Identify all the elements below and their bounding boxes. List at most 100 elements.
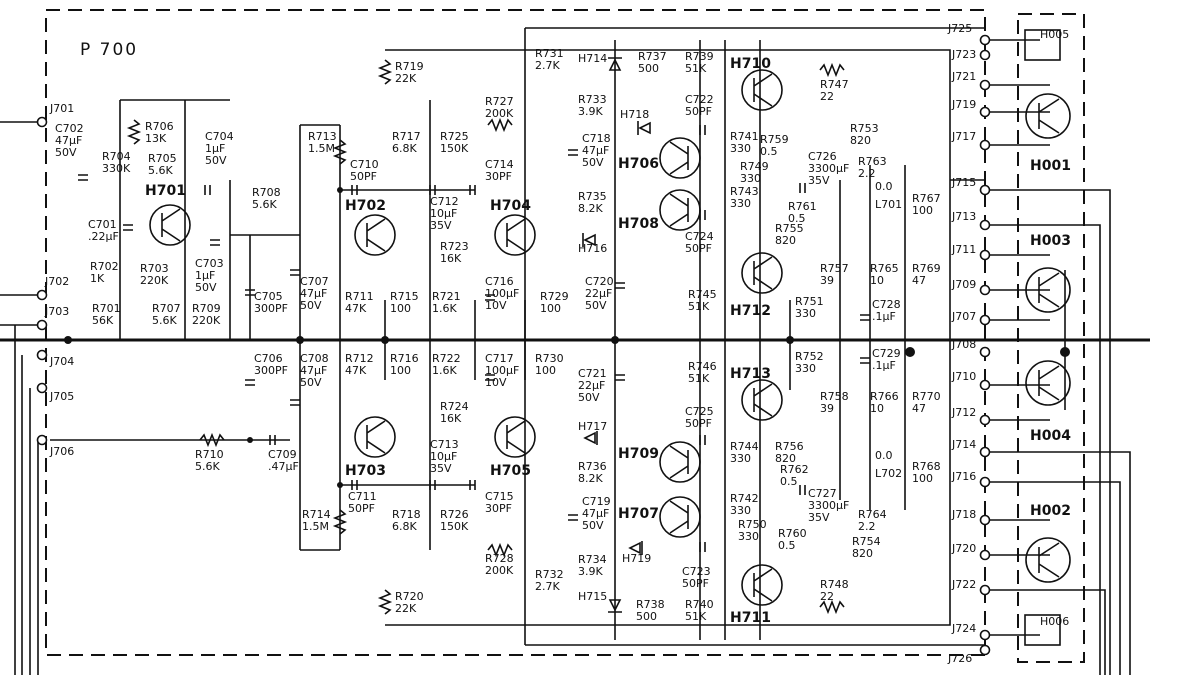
capacitor-label: C711 — [348, 490, 377, 503]
capacitor-label: C729 — [872, 347, 901, 360]
capacitor-value: 47µF — [582, 507, 609, 520]
resistor-label: R702 — [90, 260, 119, 273]
jack-label: J726 — [947, 652, 972, 665]
capacitor-label: C714 — [485, 158, 514, 171]
capacitor-label: C708 — [300, 352, 329, 365]
capacitor-label: C704 — [205, 130, 234, 143]
jacks — [36, 34, 991, 656]
capacitor-label: C702 — [55, 122, 84, 135]
resistor-label: R718 — [392, 508, 421, 521]
transistor-label: H710 — [730, 56, 771, 72]
resistor-value: 0.5 — [760, 145, 778, 158]
capacitor-value: 47µF — [582, 144, 609, 157]
jack-label: J709 — [951, 278, 976, 291]
resistor-value: 6.8K — [392, 520, 417, 533]
diode-label: H717 — [578, 420, 607, 433]
resistor-label: R719 — [395, 60, 424, 73]
resistor-value: 16K — [440, 252, 462, 265]
transistor-label: H703 — [345, 463, 386, 479]
resistor-label: R741 — [730, 130, 759, 143]
resistor-value: 330 — [738, 530, 759, 543]
resistor-value: 220K — [192, 314, 221, 327]
jack-label: J722 — [951, 578, 976, 591]
capacitor-label: C715 — [485, 490, 514, 503]
jack-label: J715 — [951, 176, 976, 189]
resistor-value: 0.5 — [778, 539, 796, 552]
resistor-label: R765 — [870, 262, 899, 275]
resistor-label: R714 — [302, 508, 331, 521]
transistor-label: H004 — [1030, 428, 1071, 444]
resistor-value: 8.2K — [578, 202, 603, 215]
resistor-value: 1.6K — [432, 302, 457, 315]
capacitor-value: 35V — [430, 219, 452, 232]
resistor-value: 0.5 — [780, 475, 798, 488]
capacitor-value: 50PF — [685, 417, 712, 430]
resistor-label: R713 — [308, 130, 337, 143]
resistor-value: 47K — [345, 302, 367, 315]
jack-label: J723 — [951, 48, 976, 61]
jack-label: J717 — [951, 130, 976, 143]
resistor-value: 200K — [485, 564, 514, 577]
transistor-label: H002 — [1030, 503, 1071, 519]
resistor-value: 330 — [795, 362, 816, 375]
board-label: P 700 — [80, 40, 138, 60]
resistor-symbols — [126, 59, 845, 615]
capacitor-value: 300PF — [254, 364, 288, 377]
resistor-label: R710 — [195, 448, 224, 461]
resistor-value: 200K — [485, 107, 514, 120]
resistor-label: R716 — [390, 352, 419, 365]
resistor-label: R760 — [778, 527, 807, 540]
resistor-value: 56K — [92, 314, 114, 327]
resistor-label: R731 — [535, 47, 564, 60]
capacitor-value: 10µF — [430, 450, 457, 463]
capacitor-value: 35V — [808, 174, 830, 187]
capacitor-value: 50V — [195, 281, 217, 294]
capacitor-value: 50V — [578, 391, 600, 404]
diode-label: H718 — [620, 108, 649, 121]
resistor-label: R752 — [795, 350, 824, 363]
resistor-label: R761 — [788, 200, 817, 213]
inductor-label: L702 — [875, 467, 902, 480]
transistor-symbols — [149, 29, 1071, 646]
capacitor-value: 47µF — [55, 134, 82, 147]
resistor-label: R755 — [775, 222, 804, 235]
transistor-label: H702 — [345, 198, 386, 214]
resistor-value: 1.5M — [302, 520, 329, 533]
jack-label: J719 — [951, 98, 976, 111]
jack-label: J716 — [951, 470, 976, 483]
resistor-label: R753 — [850, 122, 879, 135]
transistor-labels: H701 H702 H703 H704 H705 H706 H707 H708 … — [145, 28, 1071, 628]
junctions — [64, 187, 1070, 488]
resistor-value: 2.7K — [535, 580, 560, 593]
resistor-value: 150K — [440, 520, 469, 533]
resistor-value: 1.6K — [432, 364, 457, 377]
resistor-label: R739 — [685, 50, 714, 63]
capacitor-value: 22µF — [585, 287, 612, 300]
capacitor-value: 10µF — [430, 207, 457, 220]
jack-label: J721 — [951, 70, 976, 83]
resistor-label: R758 — [820, 390, 849, 403]
resistor-label: R743 — [730, 185, 759, 198]
resistor-label: R727 — [485, 95, 514, 108]
resistor-value: 6.8K — [392, 142, 417, 155]
resistor-value: 39 — [820, 274, 834, 287]
capacitor-label: C707 — [300, 275, 329, 288]
capacitor-label: C720 — [585, 275, 614, 288]
capacitor-label: C718 — [582, 132, 611, 145]
jack-label: J708 — [951, 338, 976, 351]
capacitor-label: C719 — [582, 495, 611, 508]
transistor-label: H005 — [1040, 28, 1069, 41]
resistor-value: 39 — [820, 402, 834, 415]
capacitor-value: 35V — [430, 462, 452, 475]
resistor-label: R738 — [636, 598, 665, 611]
resistor-label: R717 — [392, 130, 421, 143]
resistor-label: R766 — [870, 390, 899, 403]
resistor-label: R705 — [148, 152, 177, 165]
resistor-label: R751 — [795, 295, 824, 308]
resistor-label: R746 — [688, 360, 717, 373]
resistor-label: R734 — [578, 553, 607, 566]
transistor-label: H001 — [1030, 158, 1071, 174]
resistor-value: 47 — [912, 402, 926, 415]
capacitor-label: C722 — [685, 93, 714, 106]
resistor-label: R728 — [485, 552, 514, 565]
